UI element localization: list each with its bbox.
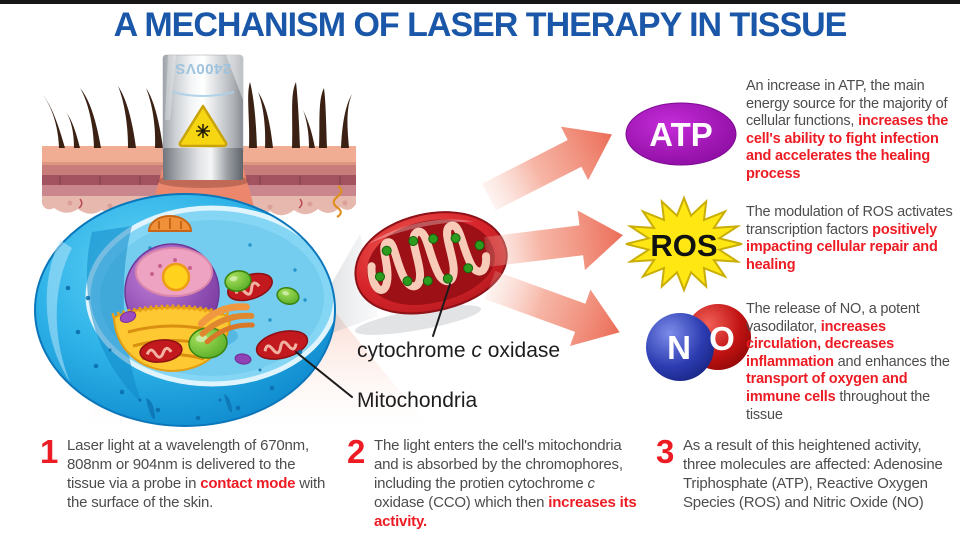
step-3-text: As a result of this heightened activity,…	[683, 437, 943, 511]
atp-description: An increase in ATP, the main energy sour…	[746, 78, 949, 182]
probe-model-label: 2400VS	[175, 60, 231, 77]
ros-badge-label: ROS	[650, 228, 717, 263]
label-cytochrome-c-oxidase: cytochrome c oxidase	[357, 339, 561, 362]
ros-description: The modulation of ROS activates transcri…	[746, 204, 953, 273]
cco-dots	[374, 233, 485, 287]
step-3-number: 3	[656, 433, 675, 470]
no-badge-o: O	[709, 320, 735, 357]
atp-badge: ATP	[625, 102, 737, 166]
step-1-text: Laser light at a wavelength of 670nm, 80…	[67, 437, 326, 511]
no-badge: N O	[646, 304, 751, 381]
label-mitochondria: Mitochondria	[357, 389, 478, 412]
step-2-number: 2	[347, 433, 366, 470]
vessel-squiggle	[332, 185, 343, 218]
arrow-to-no	[484, 270, 620, 347]
step-1: 1 Laser light at a wavelength of 670nm, …	[40, 433, 335, 512]
laser-probe: 2400VS	[157, 54, 249, 188]
endoplasmic-reticulum	[147, 215, 255, 345]
mitochondrion-small-labeled	[255, 330, 309, 360]
leader-line-mitochondria	[295, 351, 353, 398]
hair-strands	[42, 82, 352, 148]
step-2: 2 The light enters the cell's mitochondr…	[347, 433, 642, 531]
cell-illustration	[34, 193, 336, 427]
step-1-number: 1	[40, 433, 59, 470]
mitochondrion-small	[139, 339, 183, 363]
top-border	[0, 0, 960, 4]
vesicles	[119, 311, 252, 365]
page-title: A MECHANISM OF LASER THERAPY IN TISSUE	[113, 6, 848, 44]
no-badge-n: N	[667, 329, 691, 366]
nucleolus	[161, 262, 191, 292]
arrow-to-ros	[484, 210, 623, 271]
laser-warning-icon	[178, 104, 228, 148]
no-description: The release of NO, a potent vasodilator,…	[746, 301, 950, 423]
arrow-to-atp	[482, 126, 612, 211]
step-2-text: The light enters the cell's mitochondria…	[374, 437, 637, 530]
atp-badge-label: ATP	[649, 116, 713, 153]
leader-line-cytochrome	[432, 283, 451, 337]
ros-badge: ROS	[625, 195, 743, 293]
step-3: 3 As a result of this heightened activit…	[656, 433, 952, 512]
